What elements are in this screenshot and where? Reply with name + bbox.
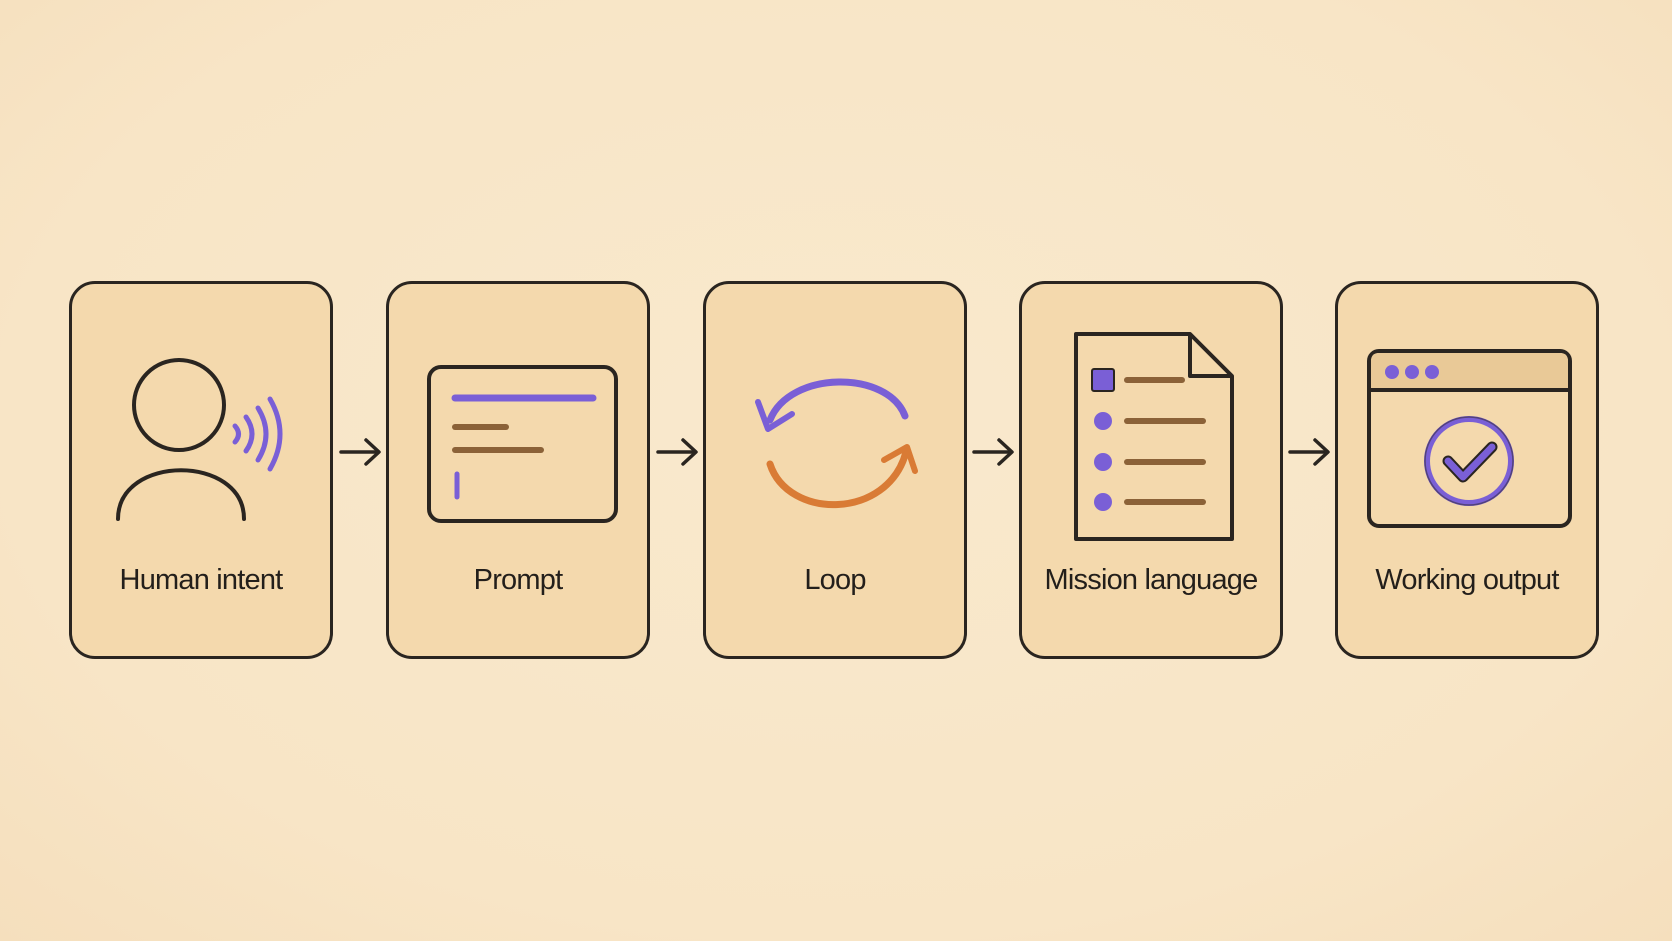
arrow-right-icon xyxy=(1287,433,1333,471)
step-label: Prompt xyxy=(473,564,563,596)
step-label: Mission language xyxy=(1044,564,1259,596)
arrow-right-icon xyxy=(655,433,701,471)
step-label: Human intent xyxy=(119,564,284,596)
step-label: Loop xyxy=(804,564,866,596)
refresh-cycle-icon xyxy=(755,378,918,508)
step-card-mission-language: Mission language xyxy=(1019,281,1283,659)
checklist-document-icon xyxy=(1074,332,1234,541)
text-prompt-window-icon xyxy=(427,365,618,523)
step-card-human-intent: Human intent xyxy=(69,281,333,659)
arrow-right-icon xyxy=(971,433,1017,471)
arrow-right-icon xyxy=(338,433,384,471)
browser-checkmark-icon xyxy=(1367,349,1572,528)
step-card-loop: Loop xyxy=(703,281,967,659)
step-card-working-output: Working output xyxy=(1335,281,1599,659)
step-card-prompt: Prompt xyxy=(386,281,650,659)
step-label: Working output xyxy=(1375,564,1559,596)
person-speaking-icon xyxy=(116,358,283,521)
